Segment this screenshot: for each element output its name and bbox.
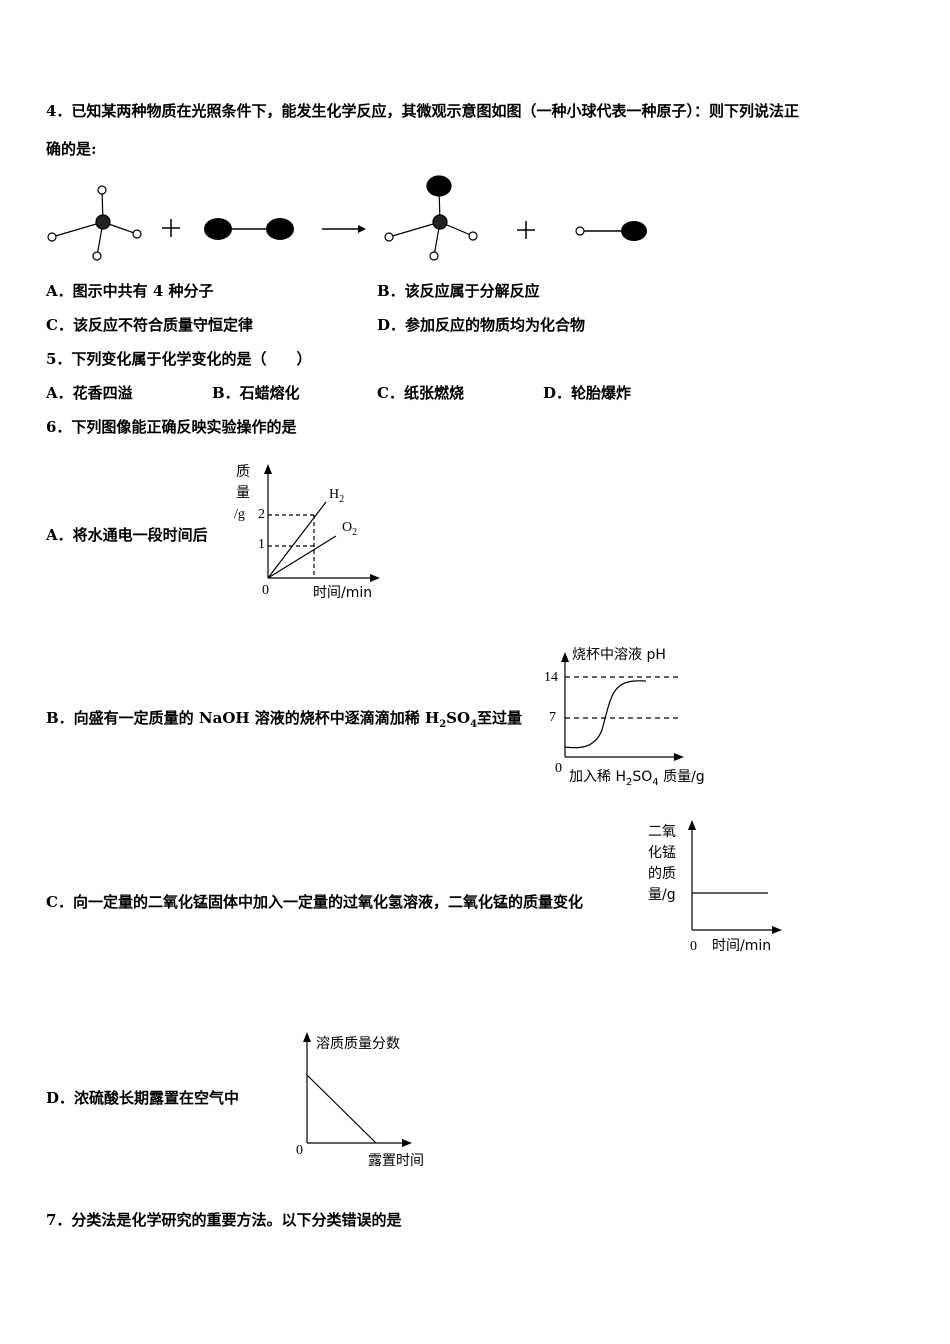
graph-d-origin: 0	[296, 1143, 303, 1158]
graph-a-tick-1: 1	[258, 537, 265, 552]
q5-option-c: C．纸张燃烧	[377, 384, 464, 402]
q5-option-b: B．石蜡熔化	[212, 384, 300, 402]
graph-a-h2-line	[267, 501, 327, 579]
graph-d	[303, 1032, 412, 1147]
graph-a-o2-line	[267, 535, 337, 579]
product-molecule-2	[575, 221, 647, 241]
graph-b	[561, 652, 684, 761]
graph-c-xlabel: 时间/min	[712, 938, 772, 954]
q6-option-b: B．向盛有一定质量的 NaOH 溶液的烧杯中逐滴滴加稀 H2SO4至过量	[46, 709, 523, 730]
graph-a-ylabel-2: 量	[236, 485, 250, 501]
graph-a-h2-label: H2	[329, 487, 345, 505]
graph-b-origin: 0	[555, 761, 562, 776]
q7-stem: 7．分类法是化学研究的重要方法。以下分类错误的是	[46, 1211, 402, 1229]
plus-sign-1	[162, 219, 180, 237]
reactant-molecule-1	[47, 185, 142, 261]
graph-b-tick-7: 7	[549, 710, 556, 725]
graph-c-ylabel-2: 化锰	[648, 845, 676, 861]
graph-c-ylabel-4: 量/g	[648, 887, 676, 903]
q6-option-d: D．浓硫酸长期露置在空气中	[46, 1089, 240, 1107]
q6-option-c: C．向一定量的二氧化锰固体中加入一定量的过氧化氢溶液，二氧化锰的质量变化	[46, 893, 583, 911]
product-molecule-1	[384, 175, 478, 261]
graph-d-ylabel: 溶质质量分数	[316, 1036, 400, 1052]
q5-stem: 5．下列变化属于化学变化的是（ ）	[46, 350, 312, 368]
reaction-arrow	[322, 225, 366, 233]
graph-c-origin: 0	[690, 939, 697, 954]
graph-c	[688, 820, 782, 934]
graph-d-fraction-line	[306, 1074, 377, 1144]
q5-option-d: D．轮胎爆炸	[543, 384, 632, 402]
graph-a-ylabel-3: /g	[234, 507, 245, 522]
q4-option-d: D．参加反应的物质均为化合物	[377, 316, 586, 334]
graph-b-tick-14: 14	[544, 670, 558, 685]
graph-a-tick-2: 2	[258, 507, 265, 522]
graph-a-o2-label: O2	[342, 520, 358, 538]
q4-option-b: B．该反应属于分解反应	[377, 282, 540, 300]
graph-b-xlabel: 加入稀 H2SO4 质量/g	[569, 769, 705, 788]
q4-stem-line2: 确的是:	[46, 140, 97, 158]
q4-stem-line1: 4．已知某两种物质在光照条件下，能发生化学反应，其微观示意图如图（一种小球代表一…	[46, 102, 799, 120]
q4-option-c: C．该反应不符合质量守恒定律	[46, 316, 253, 334]
graph-b-ph-curve	[564, 680, 647, 749]
graph-c-ylabel-3: 的质	[648, 866, 676, 882]
graph-a-origin: 0	[262, 583, 269, 598]
q5-option-a: A．花香四溢	[46, 384, 133, 402]
q6-stem: 6．下列图像能正确反映实验操作的是	[46, 418, 297, 436]
reactant-molecule-2	[204, 218, 294, 240]
graph-b-ylabel: 烧杯中溶液 pH	[572, 647, 666, 663]
q4-option-a: A．图示中共有 4 种分子	[46, 282, 214, 300]
graph-a	[264, 464, 380, 582]
graph-c-ylabel-1: 二氧	[648, 824, 676, 840]
graph-a-ylabel-1: 质	[236, 464, 250, 480]
graph-d-xlabel: 露置时间	[368, 1153, 424, 1169]
plus-sign-2	[517, 221, 535, 239]
q6-option-a: A．将水通电一段时间后	[46, 526, 208, 544]
graph-a-xlabel: 时间/min	[313, 585, 373, 601]
